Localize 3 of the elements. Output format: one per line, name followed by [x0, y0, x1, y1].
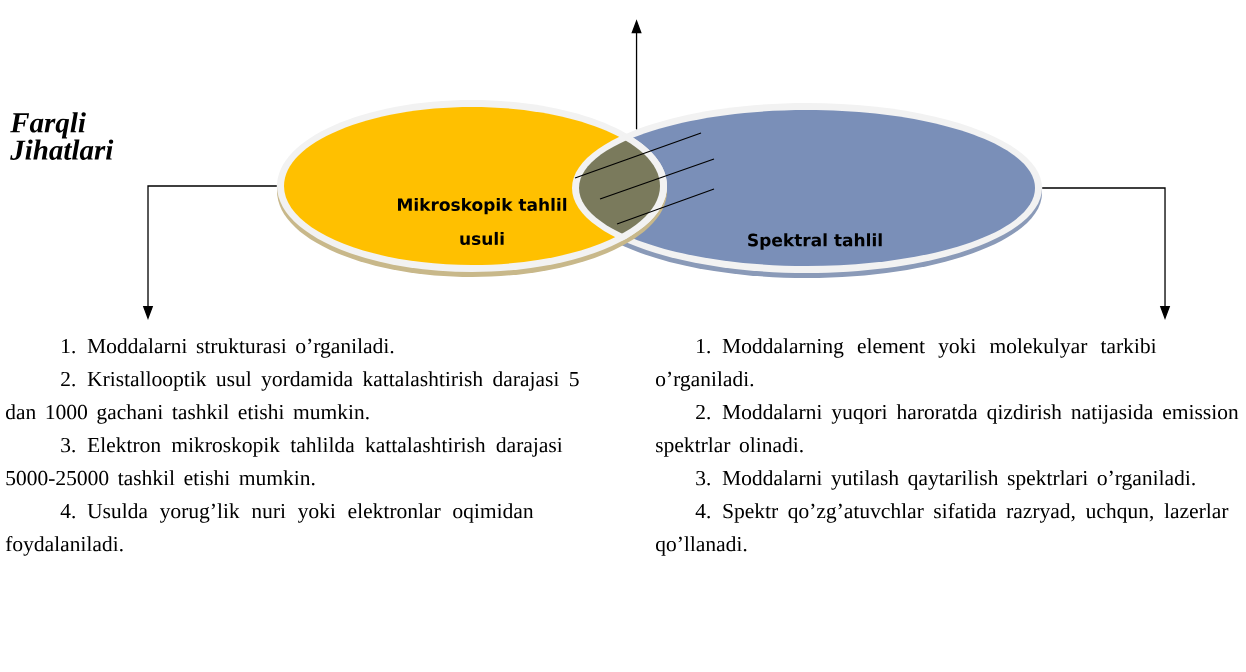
numbered-list: 1. Moddalarni strukturasi o’rganiladi. 2. Kristallooptik usul yordamida kattalashtirish darajasi 5 dan 1000 gachani tashkil etishi mumkin. 3. Elektron mikroskopik tahlilda kattalashtirish darajasi 5000-25000 tashkil etishi mumkin. 4. Usulda yorug’lik nuri yoki elektronlar oqimidan foydalaniladi. — [5, 338, 579, 556]
numbered-list: 1. Moddalarning element yoki molekulyar tarkibi o’rganiladi. 2. Moddalarni yuqori haroratda qizdirish natijasida emission spektrlar olinadi. 3. Moddalarni yutilash qaytarilish spektrlari o’rganiladi. 4. Spektr qo’zg’atuvchlar sifatida razryad, uchqun, lazerlar qo’llanadi. — [656, 338, 1239, 556]
heading: Farqli Jihatlari — [10, 112, 114, 160]
